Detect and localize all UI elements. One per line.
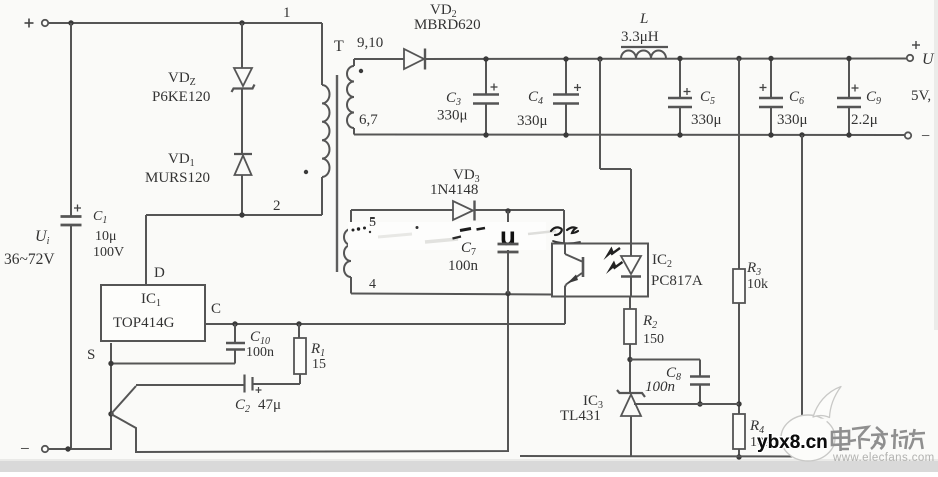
svg-text:T: T bbox=[334, 38, 344, 55]
svg-text:u: u bbox=[500, 221, 516, 251]
svg-text:100n: 100n bbox=[645, 379, 675, 395]
svg-text:330μ: 330μ bbox=[691, 112, 722, 128]
svg-text:10μ: 10μ bbox=[95, 229, 117, 244]
svg-text:5V,: 5V, bbox=[911, 88, 931, 104]
svg-text:VD2: VD2 bbox=[430, 2, 457, 20]
svg-text:100V: 100V bbox=[93, 245, 124, 260]
svg-text:PC817A: PC817A bbox=[651, 273, 703, 289]
svg-text:10k: 10k bbox=[750, 435, 771, 450]
svg-text:6,7: 6,7 bbox=[359, 112, 378, 128]
svg-text:TL431: TL431 bbox=[560, 408, 601, 424]
svg-text:VD3: VD3 bbox=[453, 167, 480, 185]
svg-text:15: 15 bbox=[312, 357, 326, 372]
svg-text:330μ: 330μ bbox=[437, 108, 468, 124]
svg-text:VD1: VD1 bbox=[168, 151, 195, 169]
svg-text:P6KE120: P6KE120 bbox=[152, 89, 210, 105]
svg-text:1N4148: 1N4148 bbox=[430, 182, 478, 198]
svg-text:MURS120: MURS120 bbox=[145, 170, 210, 186]
svg-text:−: − bbox=[921, 128, 930, 145]
svg-text:150: 150 bbox=[643, 332, 664, 347]
svg-text:100n: 100n bbox=[246, 345, 274, 360]
svg-text:36~72V: 36~72V bbox=[4, 251, 55, 268]
svg-text:2: 2 bbox=[273, 198, 281, 214]
svg-text:330μ: 330μ bbox=[517, 113, 548, 129]
svg-text:ybx8.cn: ybx8.cn bbox=[757, 432, 828, 453]
svg-text:ybx8.cn: ybx8.cn bbox=[757, 432, 828, 453]
svg-text:−: − bbox=[20, 439, 30, 458]
svg-text:100n: 100n bbox=[448, 258, 479, 274]
svg-text:U: U bbox=[922, 51, 935, 68]
svg-text:L: L bbox=[639, 11, 648, 27]
svg-text:47μ: 47μ bbox=[258, 397, 281, 413]
svg-text:4: 4 bbox=[369, 277, 376, 292]
svg-text:C7: C7 bbox=[461, 240, 476, 258]
svg-text:Ui: Ui bbox=[35, 228, 50, 247]
svg-text:2.2μ: 2.2μ bbox=[851, 112, 878, 128]
svg-text:10k: 10k bbox=[747, 277, 768, 292]
svg-text:www.elecfans.com: www.elecfans.com bbox=[832, 452, 935, 464]
svg-text:5: 5 bbox=[369, 215, 376, 230]
svg-text:VDZ: VDZ bbox=[168, 70, 196, 88]
svg-text:9,10: 9,10 bbox=[357, 35, 383, 51]
svg-text:330μ: 330μ bbox=[777, 112, 808, 128]
svg-text:C: C bbox=[211, 301, 221, 317]
svg-text:1: 1 bbox=[283, 5, 291, 21]
svg-text:D: D bbox=[154, 265, 165, 281]
svg-text:MBRD620: MBRD620 bbox=[414, 17, 481, 33]
svg-text:3.3μH: 3.3μH bbox=[621, 29, 659, 45]
svg-text:S: S bbox=[87, 347, 95, 363]
svg-text:TOP414G: TOP414G bbox=[113, 315, 175, 331]
